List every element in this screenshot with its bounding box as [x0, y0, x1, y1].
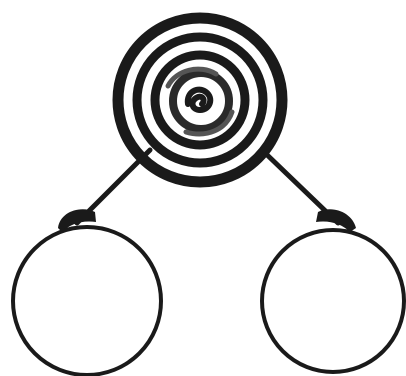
root-spiral-center [188, 90, 210, 110]
left-child-node [13, 227, 161, 375]
root-node [118, 18, 282, 182]
right-child-node [262, 230, 404, 372]
left-child-circle [13, 227, 161, 375]
root-ring-1 [118, 18, 282, 182]
right-child-circle [262, 230, 404, 372]
